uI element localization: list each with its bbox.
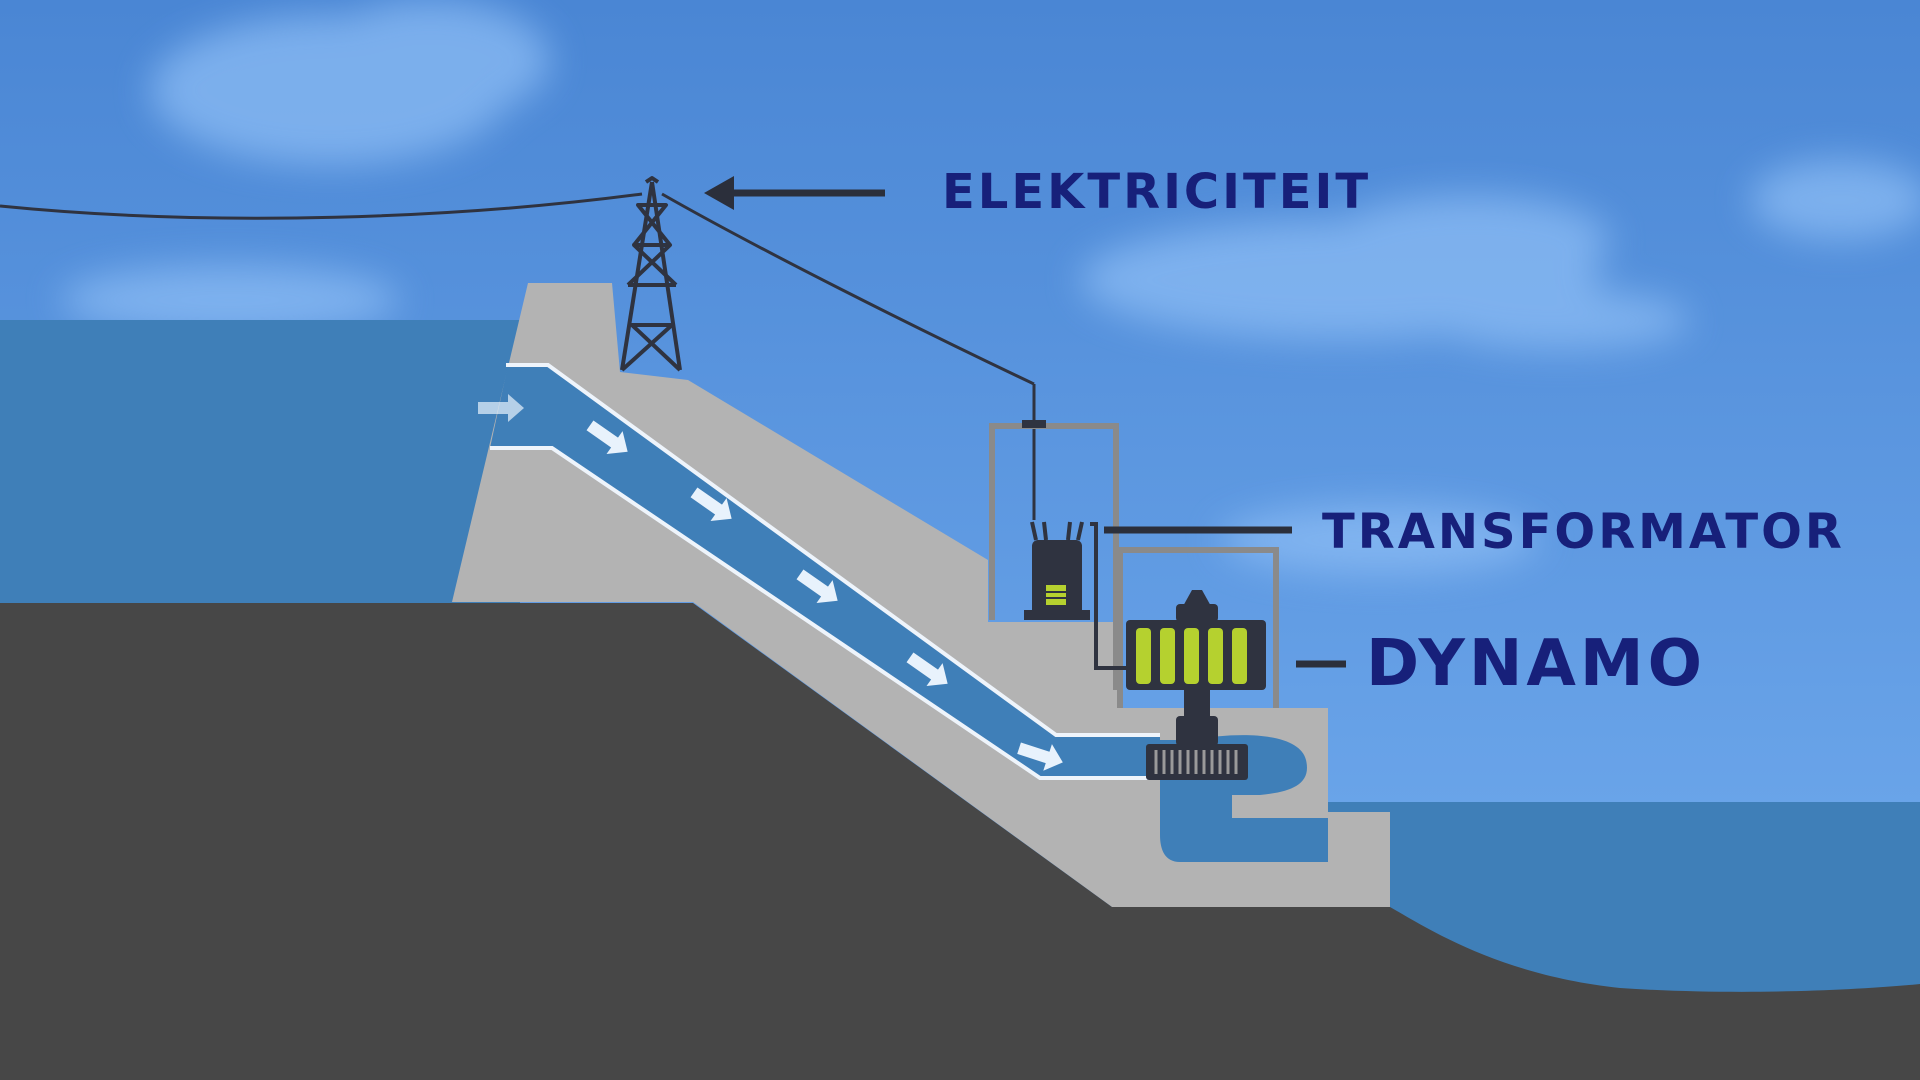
transformer-housing [989, 423, 1119, 690]
penstock-edge-top [506, 363, 1160, 737]
penstock-edge-bottom [490, 446, 1160, 780]
flow-arrow-icon [1017, 742, 1063, 771]
flow-arrows [478, 394, 1063, 771]
label-electricity: ELEKTRICITEIT [942, 164, 1372, 220]
ground [0, 603, 1920, 1080]
generator-housing [1117, 547, 1279, 708]
flow-arrow-icon [906, 652, 948, 687]
label-transformer: TRANSFORMATOR [1322, 504, 1845, 560]
transformer-generator-cable [1090, 522, 1126, 670]
transformer-icon [1024, 521, 1090, 620]
pylon-icon [620, 176, 682, 372]
transformer-roof-connector [1022, 420, 1046, 428]
label-generator: DYNAMO [1366, 627, 1706, 701]
penstock [490, 365, 1160, 778]
reservoir-water [0, 320, 520, 610]
electricity-pointer-arrow [704, 176, 885, 210]
generator-icon [1126, 590, 1266, 780]
flow-arrow-icon [478, 394, 524, 422]
clouds [60, 0, 1920, 575]
flow-arrow-icon [690, 487, 732, 522]
flow-arrow-icon [586, 420, 628, 455]
flow-arrow-icon [796, 569, 838, 604]
power-lines [0, 192, 1036, 520]
